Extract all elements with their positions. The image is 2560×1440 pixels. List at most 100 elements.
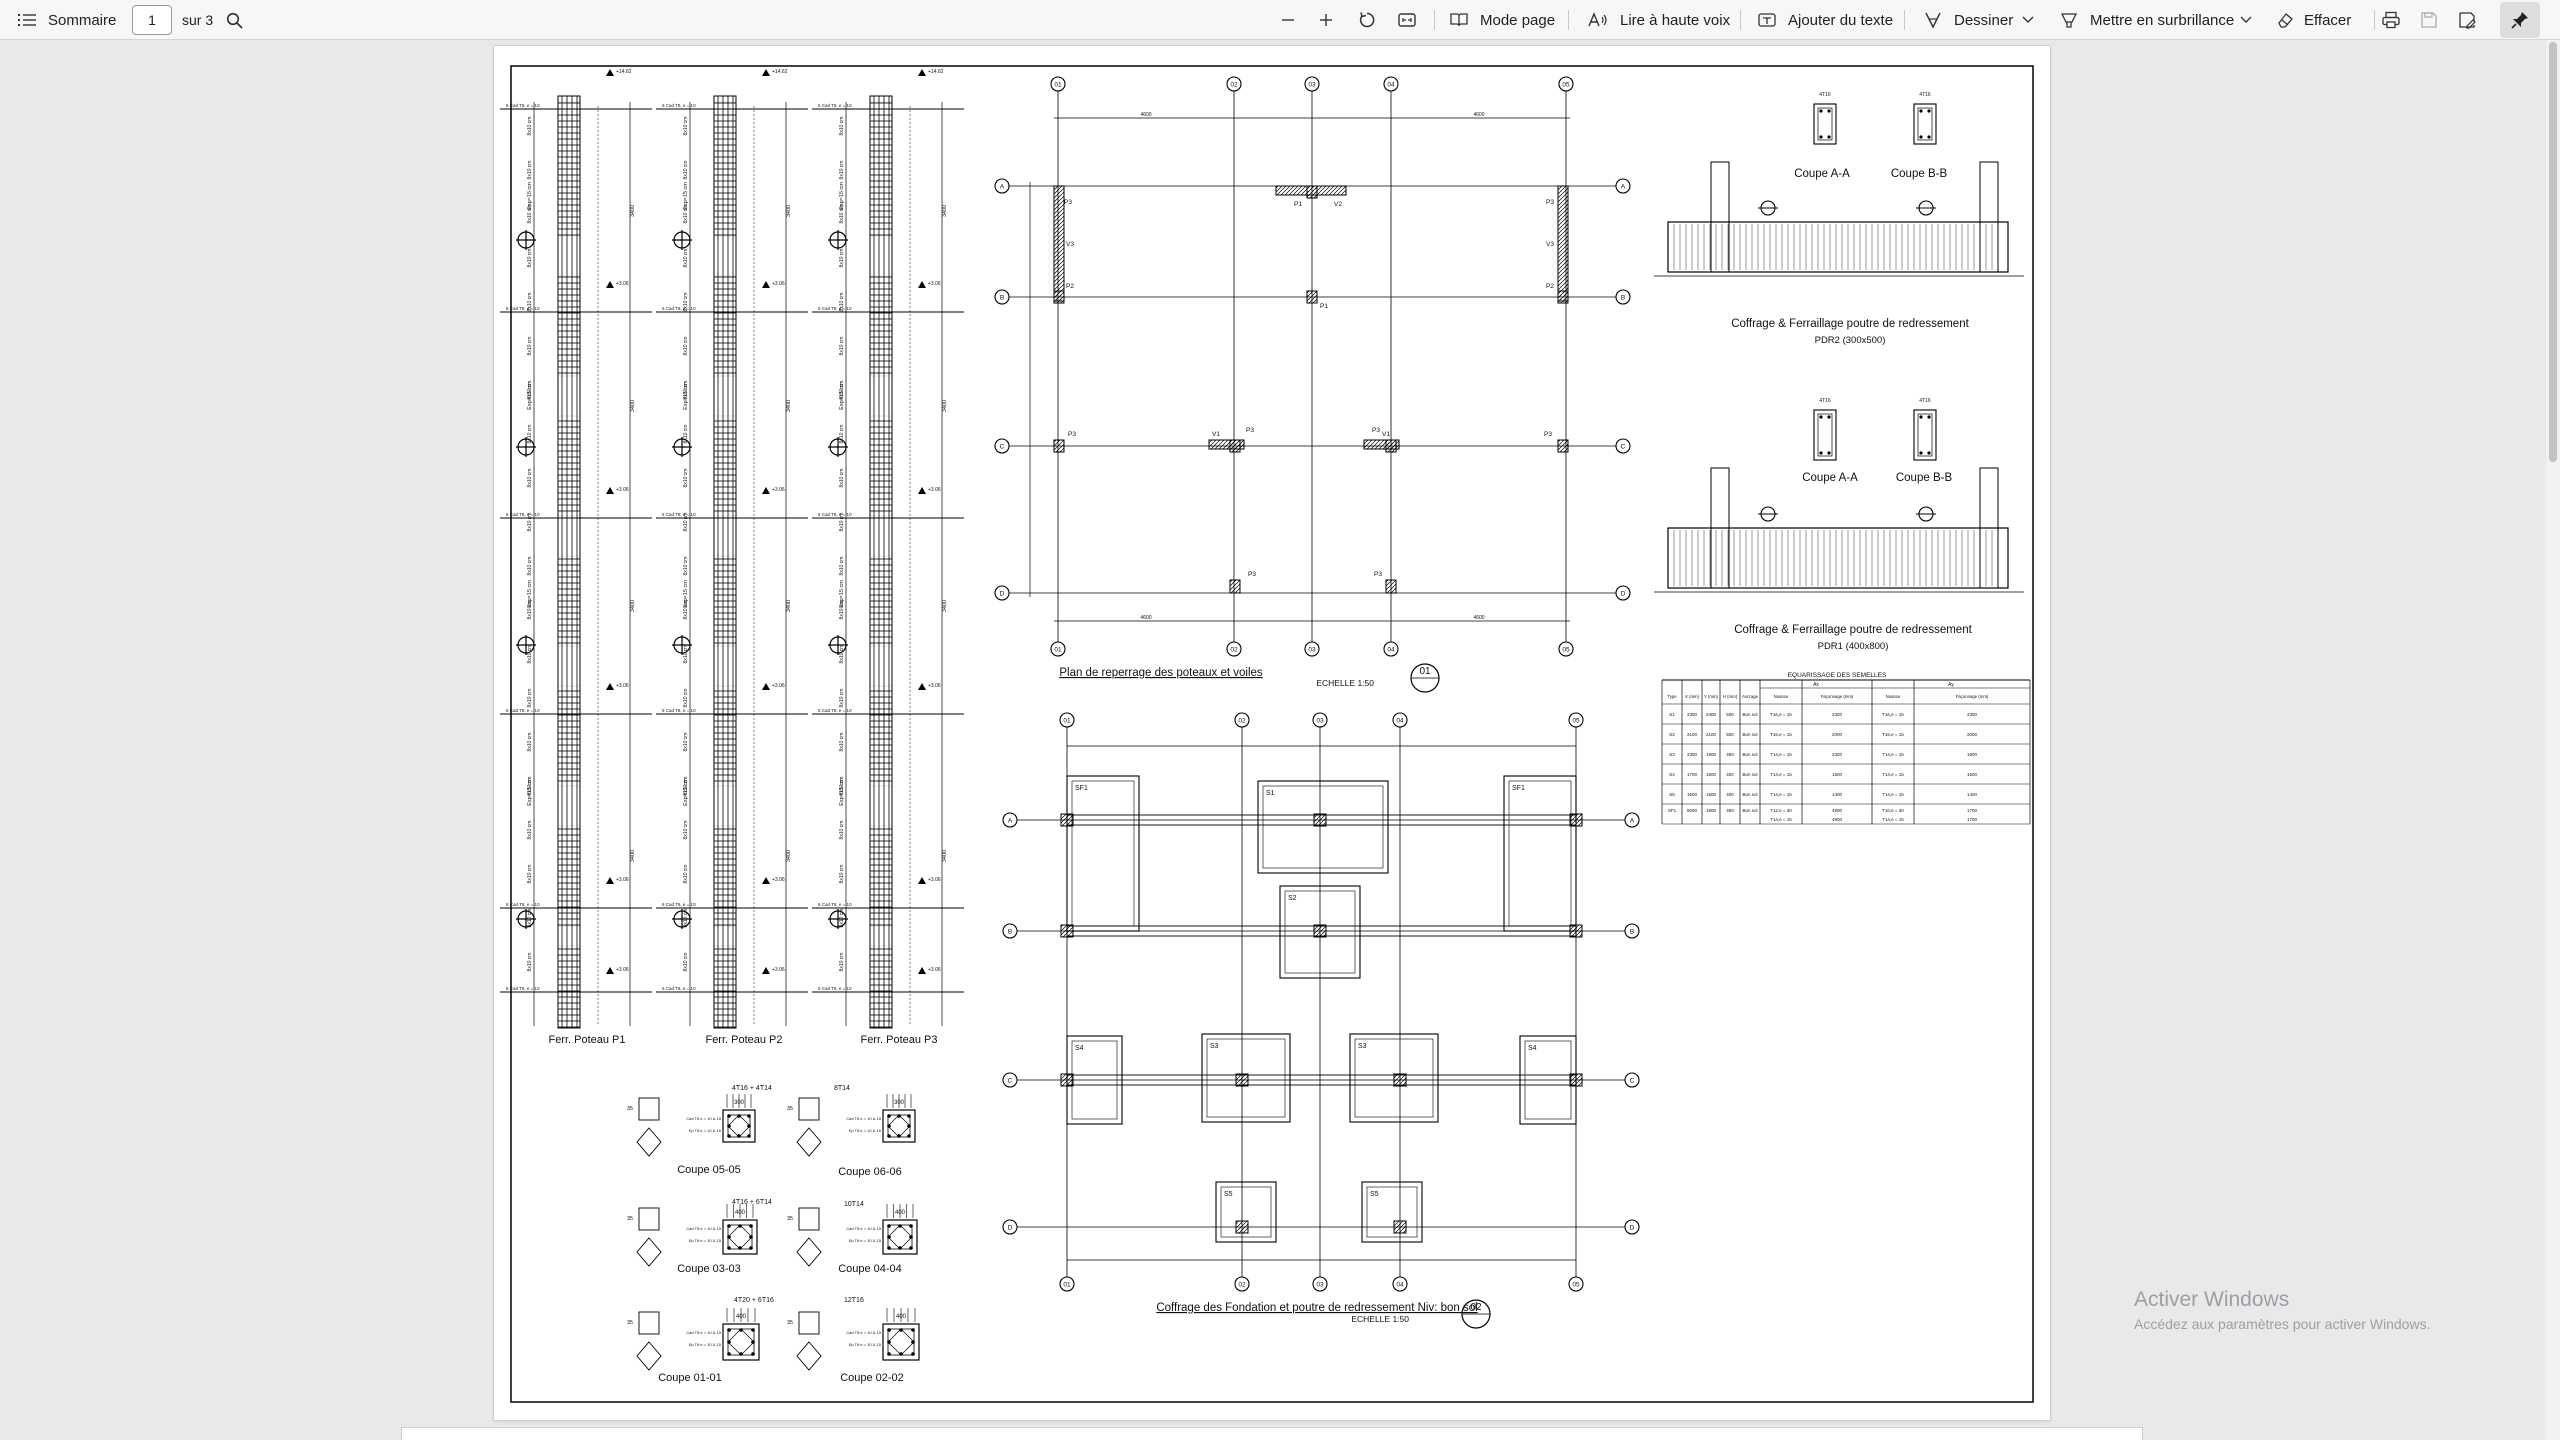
rotate-button[interactable] bbox=[1358, 0, 1376, 40]
beam-stirrup bbox=[1817, 413, 1833, 457]
fit-page-button[interactable] bbox=[1398, 0, 1416, 40]
level-arrow bbox=[762, 683, 770, 690]
page-number-input[interactable]: 1 bbox=[132, 5, 172, 35]
scrollbar-thumb[interactable] bbox=[2549, 42, 2557, 462]
level-text: +3.06 bbox=[616, 967, 629, 973]
section-06-label: Coupe 06-06 bbox=[838, 1166, 902, 1178]
dimension-text: 35 bbox=[627, 1216, 633, 1222]
column-p3-label: Ferr. Poteau P3 bbox=[860, 1034, 937, 1046]
dimension-text: 8x10 cm bbox=[839, 821, 845, 840]
toolbar-divider bbox=[1904, 10, 1905, 30]
column-p3 bbox=[1557, 439, 1569, 453]
rebar-dot bbox=[727, 1352, 731, 1356]
grid-axis-bubble bbox=[1050, 76, 1066, 92]
grid-axis-label: D bbox=[1621, 591, 1626, 598]
table-cell: 1400 bbox=[1832, 792, 1843, 797]
read-aloud-label: Lire à haute voix bbox=[1620, 11, 1731, 29]
rebar-dot bbox=[887, 1134, 891, 1138]
grid-axis-bubble bbox=[1226, 76, 1242, 92]
table-cell: 2300 bbox=[1967, 712, 1978, 717]
section-stirrup bbox=[727, 1224, 753, 1250]
dimension-text: 8x10 cm bbox=[839, 381, 845, 400]
draw-button[interactable]: Dessiner bbox=[1924, 0, 2013, 40]
read-aloud-button[interactable]: Lire à haute voix bbox=[1588, 0, 1730, 40]
stirrup-note: 6 Cad T8, e = 10 bbox=[506, 986, 540, 991]
dimension-text: 8x10 cm bbox=[683, 689, 689, 708]
vertical-scrollbar[interactable] bbox=[2546, 40, 2560, 1440]
zoom-in-button[interactable] bbox=[1318, 0, 1334, 40]
page-mode-button[interactable]: Mode page bbox=[1450, 0, 1555, 40]
stirrup-note: 6 Cad T8, e = 10 bbox=[506, 902, 540, 907]
rebar-dot bbox=[1919, 415, 1923, 419]
column-stub-left bbox=[1710, 467, 1730, 589]
grid-axis-bubble bbox=[1312, 712, 1328, 728]
rebar-dot bbox=[738, 1224, 742, 1228]
footing-inner bbox=[1206, 1038, 1286, 1118]
dimension-text: 8x10 cm bbox=[527, 557, 533, 576]
rebar-dot bbox=[909, 1224, 913, 1228]
plan1-scale: ECHELLE 1:50 bbox=[1316, 678, 1374, 688]
highlight-options-dropdown[interactable] bbox=[2240, 0, 2252, 40]
stirrup-shape bbox=[638, 1311, 660, 1335]
element-tag: V3 bbox=[1066, 241, 1074, 248]
grid-axis-bubble bbox=[1558, 76, 1574, 92]
plan1-title: Plan de reperrage des poteaux et voiles bbox=[1059, 667, 1263, 679]
table-cell: 1500 bbox=[1687, 792, 1698, 797]
section-outline bbox=[882, 1109, 916, 1143]
footing-outline bbox=[1257, 780, 1389, 874]
contents-button[interactable]: Sommaire bbox=[18, 0, 116, 40]
pin-toolbar-button[interactable] bbox=[2500, 2, 2540, 38]
save-as-icon bbox=[2459, 12, 2476, 29]
dimension-text: 4600 bbox=[1140, 615, 1151, 621]
print-button[interactable] bbox=[2382, 0, 2400, 40]
highlight-button[interactable]: Mettre en surbrillance bbox=[2060, 0, 2234, 40]
stirrup-note: 6 Cad T8, e = 10 bbox=[662, 306, 696, 311]
eraser-icon bbox=[2278, 13, 2293, 28]
page-count: sur 3 bbox=[182, 12, 214, 28]
grid-axis-label: 05 bbox=[1572, 1282, 1580, 1289]
rebar-dot bbox=[727, 1328, 731, 1332]
grid-axis-bubble bbox=[994, 585, 1010, 601]
save-as-button[interactable] bbox=[2458, 0, 2476, 40]
footing-outline bbox=[1503, 775, 1577, 932]
tie-shape bbox=[636, 1341, 662, 1371]
rebar-dot bbox=[749, 1224, 753, 1228]
draw-options-dropdown[interactable] bbox=[2022, 0, 2034, 40]
stirrup-zone bbox=[557, 555, 581, 647]
footing-tag: S2 bbox=[1288, 895, 1297, 902]
spacing-text: Esp=15 cm bbox=[527, 580, 533, 608]
grid-axis-bubble bbox=[1624, 812, 1640, 828]
dimension-text: 8x10 cm bbox=[683, 249, 689, 268]
rebar-dot bbox=[887, 1328, 891, 1332]
rebar-dot bbox=[739, 1328, 743, 1332]
stirrup-note: 6 Cad T8, e = 10 bbox=[818, 103, 852, 108]
section-outline bbox=[722, 1323, 760, 1361]
erase-button[interactable]: Effacer bbox=[2276, 0, 2351, 40]
zoom-out-button[interactable] bbox=[1280, 0, 1296, 40]
section-stirrup bbox=[887, 1114, 911, 1138]
add-text-button[interactable]: Ajouter du texte bbox=[1758, 0, 1893, 40]
footing-outline bbox=[1279, 885, 1361, 979]
rebar-dot bbox=[1927, 451, 1931, 455]
save-button[interactable] bbox=[2420, 0, 2438, 40]
grid-axis-label: 03 bbox=[1308, 647, 1316, 654]
footing-outline bbox=[1361, 1181, 1423, 1243]
minus-icon bbox=[1282, 19, 1294, 21]
element-tag: V3 bbox=[1546, 241, 1554, 248]
stirrup-zone bbox=[869, 945, 893, 1029]
rebar-dot bbox=[887, 1340, 891, 1344]
grid-axis-label: C bbox=[1621, 444, 1626, 451]
grid-axis-label: A bbox=[1008, 818, 1013, 825]
dimension-text: 8x10 cm bbox=[527, 117, 533, 136]
dimension-text: 8x10 cm bbox=[527, 337, 533, 356]
footing-tag: S3 bbox=[1358, 1043, 1367, 1050]
rebar-dot bbox=[1919, 109, 1923, 113]
section-01-rebar: 4T20 + 6T16 bbox=[734, 1297, 774, 1304]
footing-tag: S5 bbox=[1224, 1191, 1233, 1198]
rebar-dot bbox=[887, 1114, 891, 1118]
footing-tag: SF1 bbox=[1512, 785, 1525, 792]
search-button[interactable] bbox=[226, 0, 243, 40]
stirrup-note: Ep T8 e = 10 & 15 bbox=[849, 1128, 882, 1133]
footing-tag: S5 bbox=[1370, 1191, 1379, 1198]
beam-stirrup bbox=[1917, 413, 1933, 457]
